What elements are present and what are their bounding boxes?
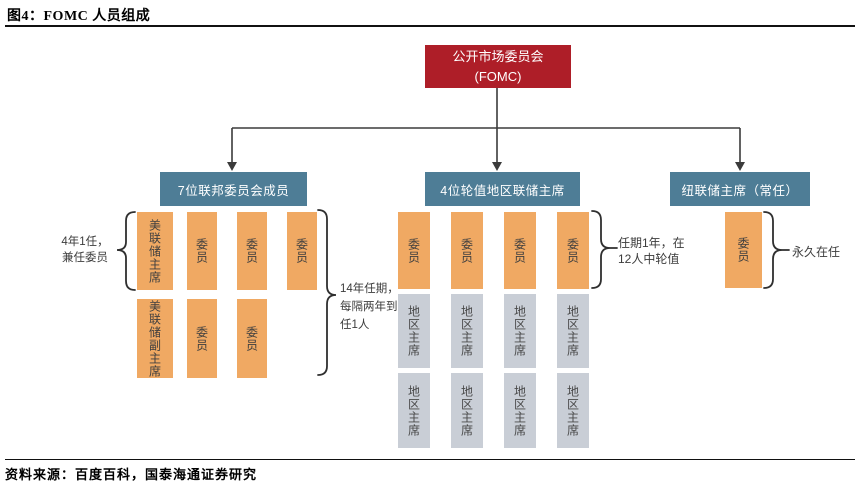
note-line: 兼任委员 xyxy=(62,252,108,264)
figure-title: 图4：FOMC 人员组成 xyxy=(7,9,151,24)
arrowhead-right xyxy=(735,162,745,171)
fomc-root-box: 公开市场委员会 (FOMC) xyxy=(425,45,571,88)
org-connector-lines xyxy=(231,88,741,164)
figure-source: 资料来源：百度百科，国泰海通证券研究 xyxy=(5,467,258,482)
branch-header-newyork: 纽联储主席（常任） xyxy=(670,172,810,206)
arrowhead-middle xyxy=(492,162,502,171)
regional-chair-box: 地区主席 xyxy=(504,294,536,368)
brace-newyork xyxy=(763,211,790,289)
member-box-fed-chair: 美联储主席 xyxy=(137,212,173,290)
regional-chair-box: 地区主席 xyxy=(398,373,430,448)
member-box: 委员 xyxy=(398,212,430,289)
brace-rotating xyxy=(591,210,618,289)
member-box: 委员 xyxy=(237,212,267,290)
note-line: 14年任期， xyxy=(340,283,399,295)
branch-header-board: 7位联邦委员会成员 xyxy=(160,172,307,206)
branch-header-rotating: 4位轮值地区联储主席 xyxy=(425,172,580,206)
note-line: 4年1任， xyxy=(61,236,109,248)
regional-chair-box: 地区主席 xyxy=(504,373,536,448)
regional-chair-box: 地区主席 xyxy=(557,373,589,448)
regional-chair-box: 地区主席 xyxy=(398,294,430,368)
regional-chair-box: 地区主席 xyxy=(451,373,483,448)
member-box: 委员 xyxy=(287,212,317,290)
note-line: 12人中轮值 xyxy=(618,252,680,266)
member-box: 委员 xyxy=(187,212,217,290)
member-box-ny: 委员 xyxy=(725,212,762,288)
note-line: 任1人 xyxy=(340,319,370,331)
member-box: 委员 xyxy=(504,212,536,289)
source-divider xyxy=(5,459,855,460)
member-box: 委员 xyxy=(451,212,483,289)
note-line: 每隔两年到 xyxy=(340,301,398,313)
regional-chair-box: 地区主席 xyxy=(451,294,483,368)
note-board-term: 4年1任， 兼任委员 xyxy=(52,234,118,266)
fomc-root-label-line2: (FOMC) xyxy=(474,68,522,84)
brace-board-right xyxy=(317,209,337,376)
fomc-root-label-line1: 公开市场委员会 xyxy=(452,49,544,64)
arrowhead-left xyxy=(227,162,237,171)
title-divider xyxy=(5,25,855,27)
member-box: 委员 xyxy=(237,299,267,378)
note-board-tenure: 14年任期， 每隔两年到 任1人 xyxy=(340,280,399,334)
brace-board-left xyxy=(116,211,136,291)
note-newyork-permanent: 永久在任 xyxy=(792,245,841,259)
member-box-fed-vice-chair: 美联储副主席 xyxy=(137,299,173,378)
regional-chair-box: 地区主席 xyxy=(557,294,589,368)
note-line: 任期1年，在 xyxy=(618,236,685,250)
note-rotating-term: 任期1年，在 12人中轮值 xyxy=(618,235,685,267)
member-box: 委员 xyxy=(557,212,589,289)
member-box: 委员 xyxy=(187,299,217,378)
